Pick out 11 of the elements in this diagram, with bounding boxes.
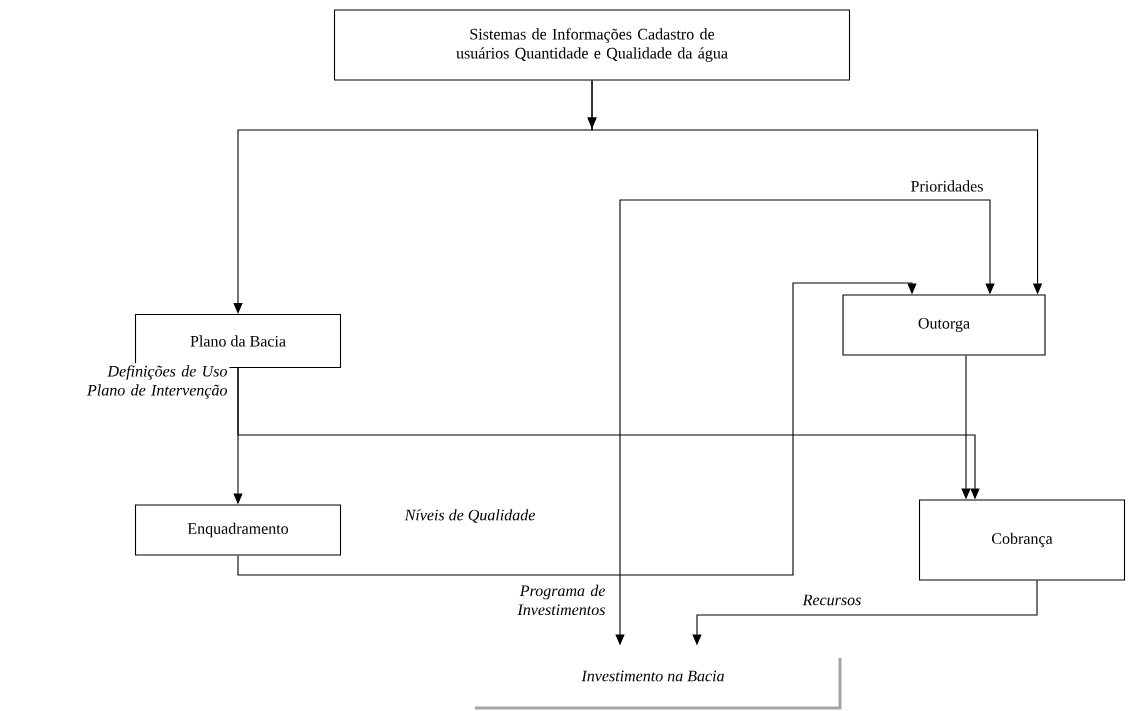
process-box: Cobrança — [918, 499, 1126, 581]
edge-label: Definições de Uso Plano de Intervenção — [77, 363, 230, 401]
process-box: Enquadramento — [134, 504, 342, 556]
edge-label: Prioridades — [908, 178, 986, 194]
process-box: Sistemas de Informações Cadastro de usuários Quantidade e Qualidade da água — [333, 9, 851, 81]
annotation-text: Programa de Investimentos — [517, 584, 606, 616]
text-box: Investimento na Bacia — [475, 658, 842, 710]
edge-label: Níveis de Qualidade — [402, 507, 538, 525]
edge-label: Recursos — [800, 592, 864, 608]
arrow — [237, 282, 917, 576]
process-box: Outorga — [842, 294, 1046, 356]
